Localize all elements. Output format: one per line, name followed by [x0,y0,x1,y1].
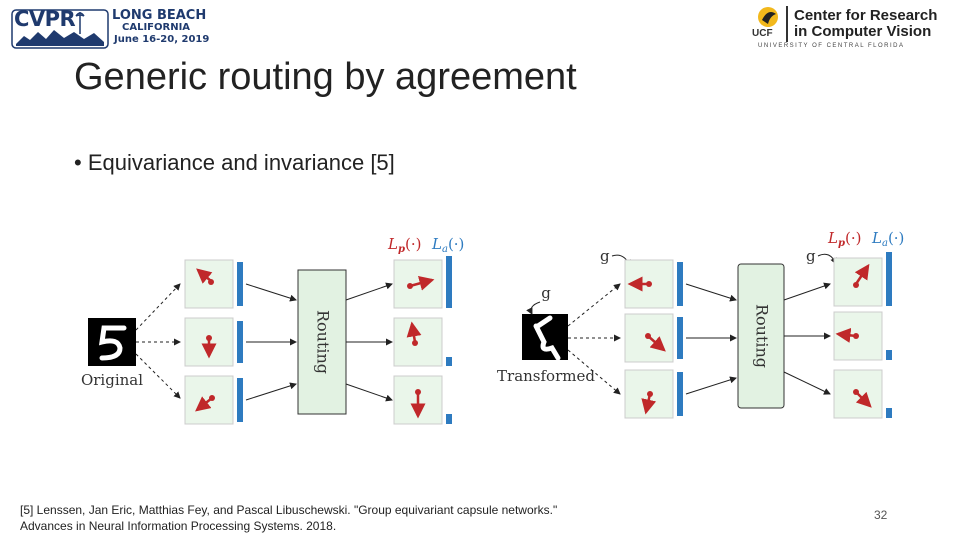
original-label: Original [81,371,143,389]
right-lp-label: Lp(·) [827,229,861,249]
slide-title: Generic routing by agreement [74,56,577,98]
right-to-routing-arrows [685,283,737,395]
cvpr-dates: June 16-20, 2019 [114,34,210,45]
g-top-arrow [526,301,541,315]
input-to-capsule-lines [135,283,181,399]
cvpr-location-line2: CALIFORNIA [122,22,191,33]
right-la-label: La(·) [871,229,904,249]
cvpr-location: LONG BEACH CALIFORNIA June 16-20, 2019 [112,8,210,46]
left-la-label: La(·) [431,235,464,255]
ucf-title-line1: Center for Research [794,7,938,24]
reference-line2: Advances in Neural Information Processin… [20,519,337,533]
routing-to-output-arrows [345,282,393,402]
right-routing-label: Routing [753,304,772,368]
ucf-title-line2: in Computer Vision [794,23,932,40]
ucf-divider [786,6,788,42]
cvpr-skyline-icon [11,9,109,49]
reference-citation: [5] Lenssen, Jan Eric, Matthias Fey, and… [20,502,557,534]
cvpr-logo-text: CVPR [14,7,76,31]
left-primary-capsules [184,259,243,425]
cvpr-logo [10,6,200,52]
ucf-pegasus-icon [754,4,784,35]
transformed-digit-image [522,314,568,361]
right-primary-capsules [624,259,683,419]
original-digit-image [88,318,136,366]
reference-line1: [5] Lenssen, Jan Eric, Matthias Fey, and… [20,503,558,517]
left-routing-block [297,269,347,415]
cvpr-location-line1: LONG BEACH [112,8,207,23]
right-output-capsules [833,252,892,419]
ucf-title: Center for Research in Computer Vision [794,8,937,40]
transformed-label: Transformed [497,367,595,385]
page-number: 32 [874,508,888,522]
transformed-to-capsule-lines [567,283,621,395]
ucf-mark: UCF [752,28,773,39]
g-top-label: g [541,284,551,302]
g-right-label: g [806,247,816,265]
g-left-label: g [600,247,610,265]
ucf-university: UNIVERSITY OF CENTRAL FLORIDA [758,43,905,49]
g-right-arrow [817,253,837,265]
left-output-capsules [393,256,452,425]
right-routing-to-output-arrows [783,282,831,395]
left-to-routing-arrows [245,283,297,401]
bullet-point: • Equivariance and invariance [5] [74,150,395,175]
left-routing-label: Routing [314,310,333,374]
left-lp-label: Lp(·) [387,235,421,255]
